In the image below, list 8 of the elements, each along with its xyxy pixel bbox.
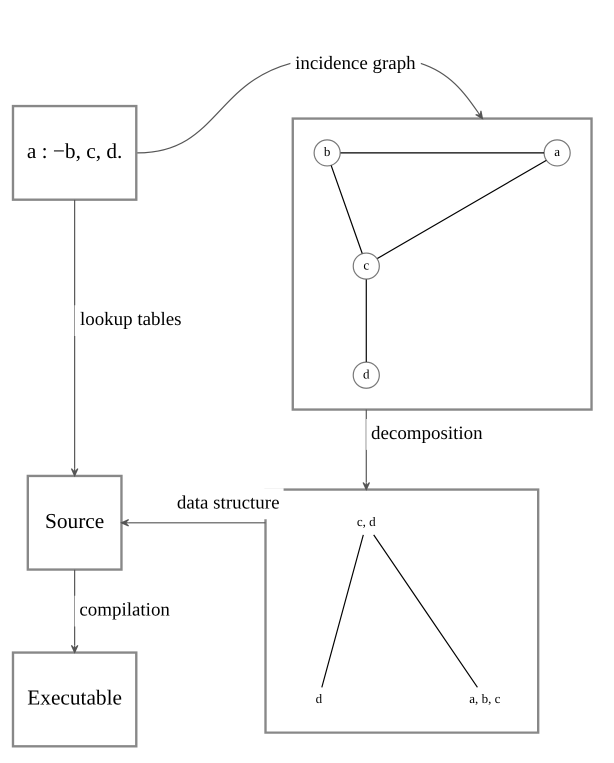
edge-label: lookup tables	[80, 308, 182, 330]
edge-label: data structure	[176, 492, 280, 513]
node-text: c, d	[356, 514, 376, 529]
node-text: a, b, c	[469, 690, 500, 706]
edge-label: incidence graph	[295, 52, 416, 74]
node-text: d	[316, 690, 322, 706]
edge-label: decomposition	[371, 422, 483, 444]
edge-label: compilation	[79, 599, 170, 620]
